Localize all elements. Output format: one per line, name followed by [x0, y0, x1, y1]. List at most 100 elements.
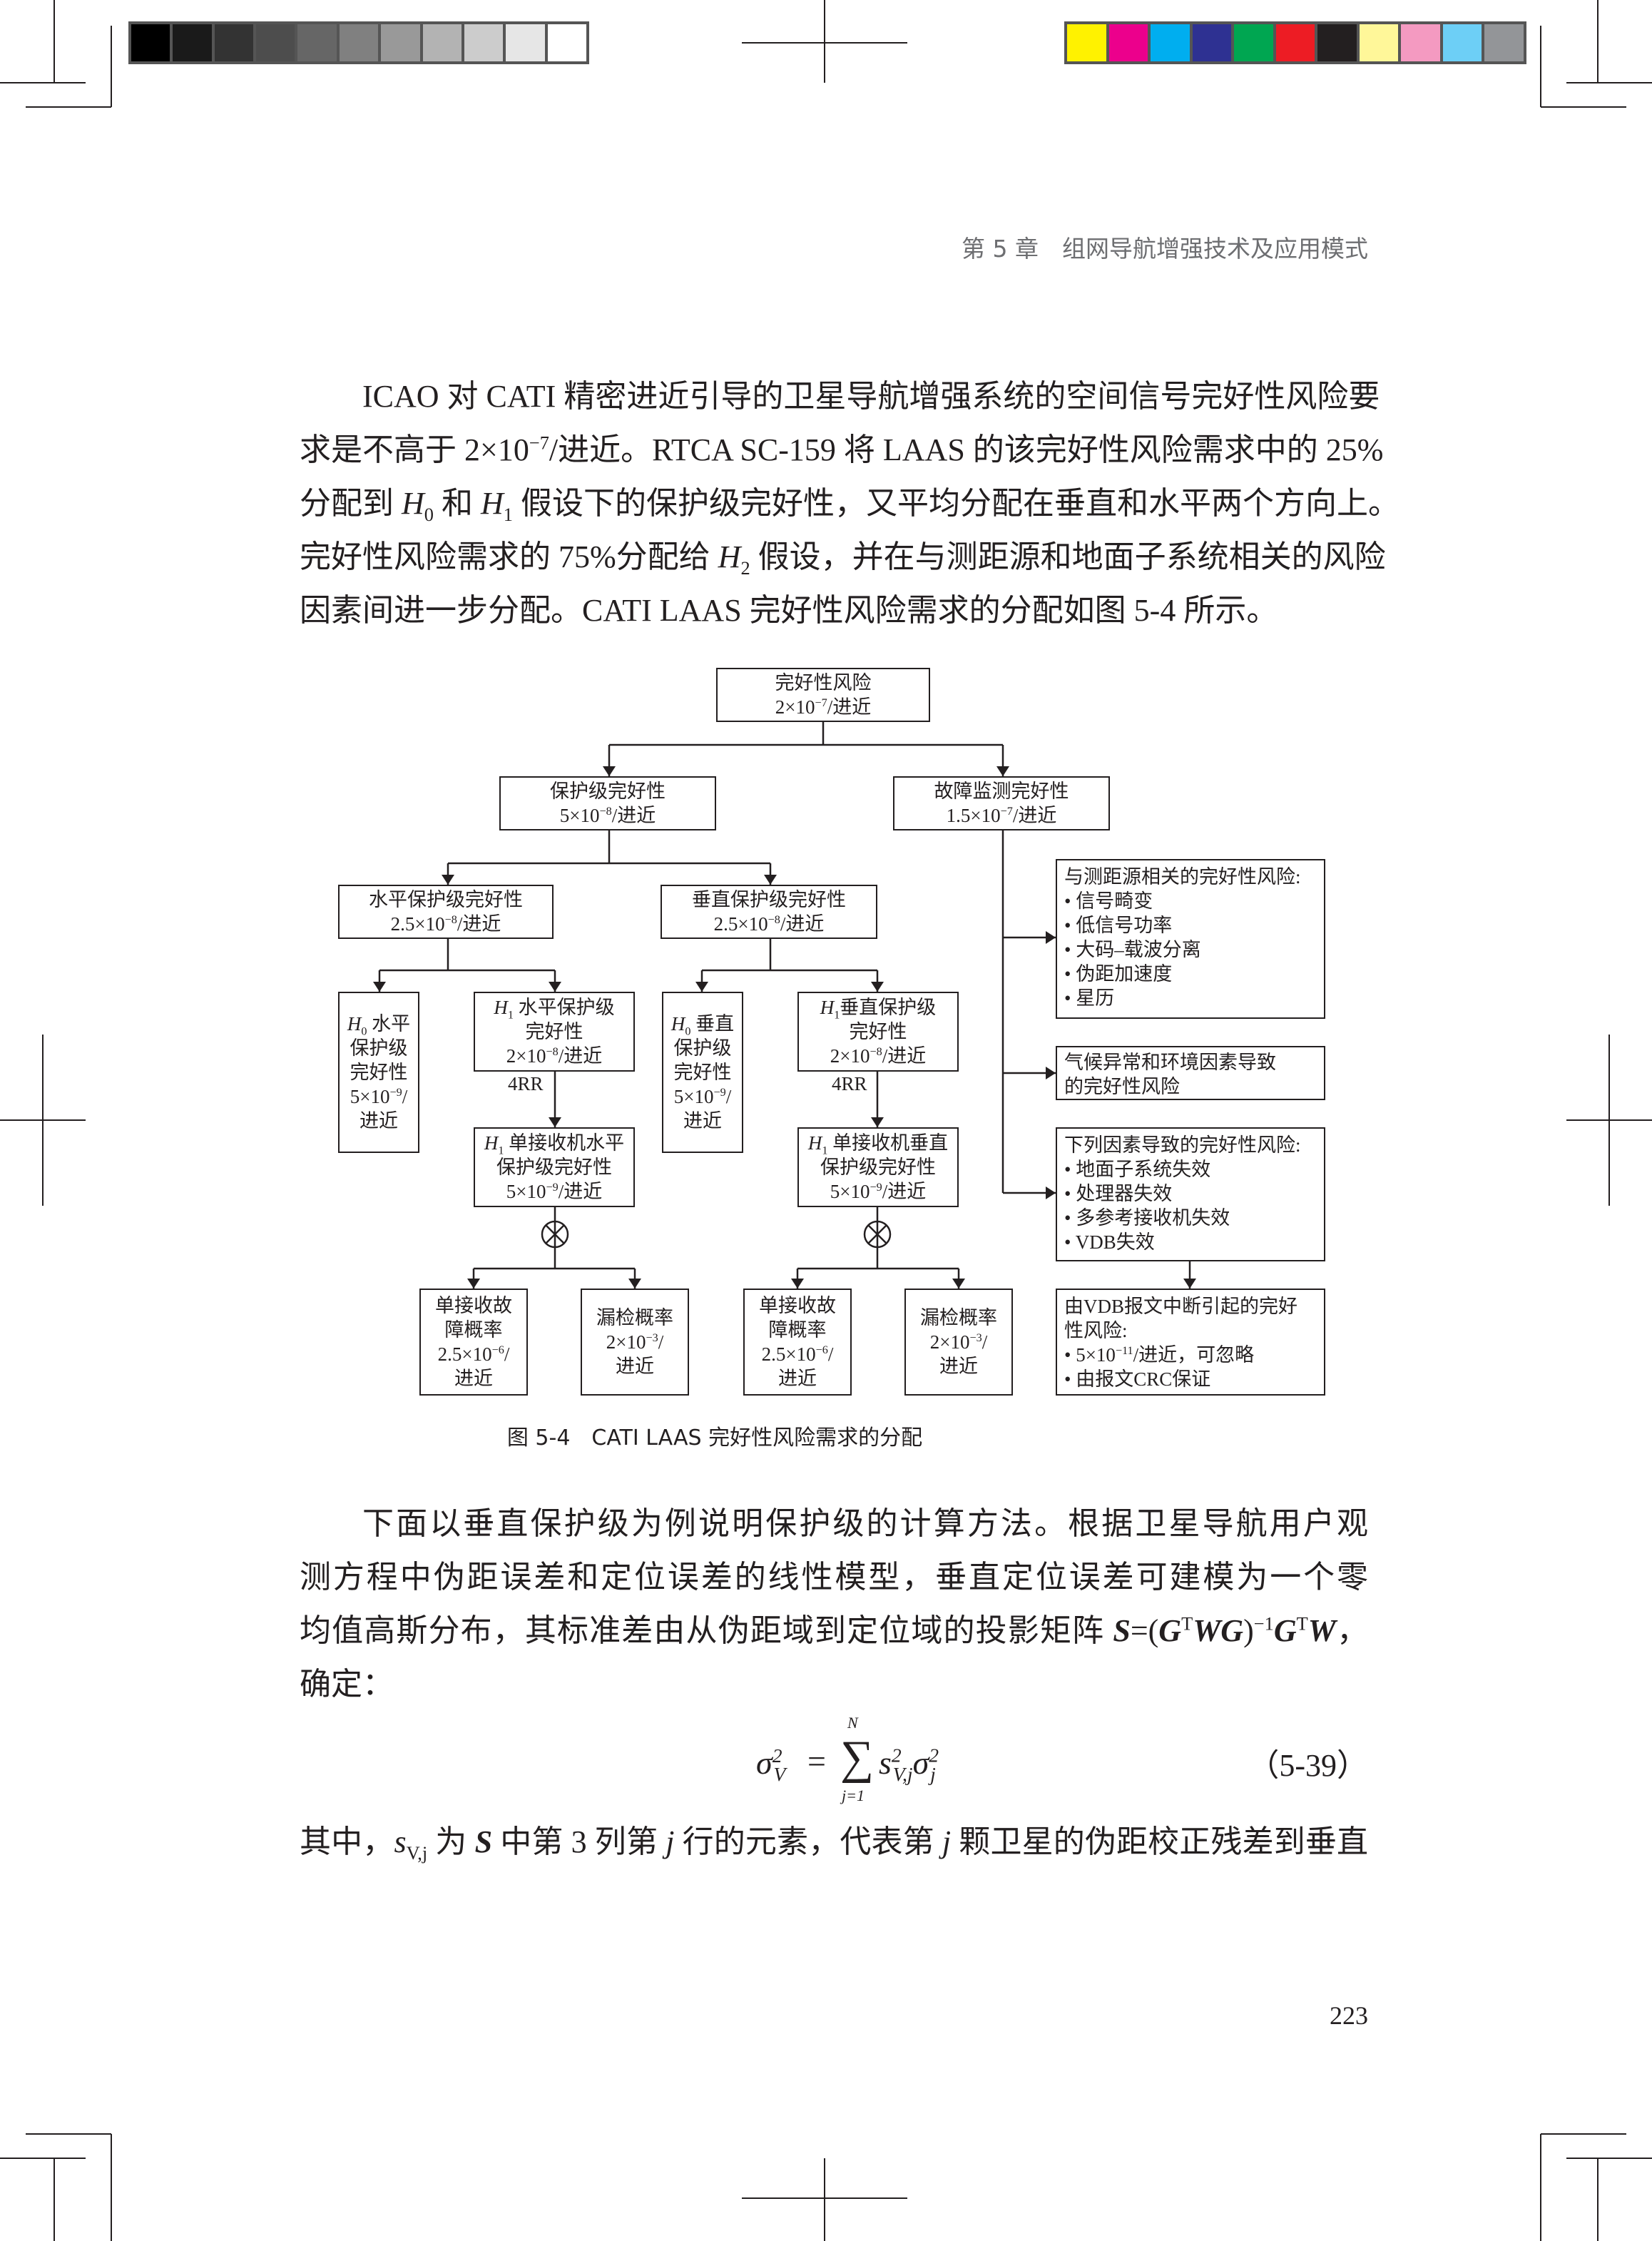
box-text-line: H1 单接收机水平: [475, 1131, 633, 1156]
text-run: 2: [740, 557, 750, 579]
text-run: 进近: [454, 1368, 493, 1389]
text-run: 单接收机垂直: [827, 1132, 949, 1154]
text-run: 障概率: [444, 1319, 503, 1341]
box-text-line: 完好性风险: [718, 671, 929, 695]
box-text-line: • 大码–载波分离: [1064, 937, 1324, 962]
box-text-line: 下列因素导致的完好性风险:: [1064, 1133, 1324, 1157]
text-run: ICAO 对 CATI 精密进近引导的卫星导航增强系统的空间信号完好性风险要: [362, 379, 1380, 414]
text-run: −3: [646, 1331, 658, 1344]
text-run: W: [1307, 1613, 1336, 1648]
paragraph-1: ICAO 对 CATI 精密进近引导的卫星导航增强系统的空间信号完好性风险要求是…: [300, 370, 1399, 637]
text-run: 5×10: [350, 1086, 390, 1107]
text-run: • 多参考接收机失效: [1064, 1207, 1230, 1229]
box-text-line: H1 单接收机垂直: [799, 1131, 957, 1156]
text-run: H: [671, 1013, 685, 1035]
figure-caption: 图 5-4 CATI LAAS 完好性风险需求的分配: [506, 1426, 923, 1450]
text-run: −6: [491, 1343, 504, 1356]
text-run: −7: [1000, 805, 1013, 818]
text-run: 的完好性风险: [1064, 1076, 1180, 1097]
box-text-line: 5×10−8/进近: [501, 803, 715, 828]
box-text-line: 单接收故: [421, 1294, 526, 1318]
text-run: 保护级完好性: [820, 1157, 936, 1178]
text-run: 垂直: [690, 1013, 735, 1035]
text-run: /进近: [882, 1045, 927, 1067]
text-run: /进近: [780, 913, 825, 935]
text-run: 垂直保护级: [840, 997, 937, 1018]
text-run: 5×10: [506, 1181, 546, 1202]
color-swatch: [339, 24, 379, 61]
text-run: −7: [815, 696, 827, 709]
running-header: 第 5 章 组网导航增强技术及应用模式: [962, 235, 1368, 263]
text-run: −3: [969, 1331, 982, 1344]
text-run: j: [942, 1824, 952, 1859]
text-run: 假设下的保护级完好性，又平均分配在垂直和水平两个方向上。: [512, 486, 1399, 521]
text-run: 单接收故: [759, 1295, 836, 1316]
text-run: ，: [1335, 1613, 1369, 1648]
text-run: 完好性风险: [775, 672, 872, 693]
text-run: −8: [546, 1045, 559, 1058]
box-text-line: 5×10−9/进近: [799, 1179, 957, 1204]
color-swatch: [464, 24, 504, 61]
text-run: 均值高斯分布，其标准差由从伪距域到定位域的投影矩阵: [300, 1613, 1113, 1648]
text-run: j: [666, 1824, 675, 1859]
color-swatch: [131, 24, 170, 61]
text-run: H: [807, 1132, 822, 1154]
text-run: 漏检概率: [920, 1307, 997, 1328]
box-text-line: 完好性: [799, 1020, 957, 1044]
text-run: 2×10: [606, 1331, 646, 1353]
text-run: 保护级完好性: [496, 1157, 612, 1178]
box-text-line: 由VDB报文中断引起的完好: [1064, 1294, 1324, 1318]
box-ranging-source-risks: 与测距源相关的完好性风险:• 信号畸变• 低信号功率• 大码–载波分离• 伪距加…: [1056, 859, 1325, 1019]
text-run: G: [1273, 1613, 1297, 1648]
text-line: 下面以垂直保护级为例说明保护级的计算方法。根据卫星导航用户观: [300, 1497, 1368, 1550]
box-text-line: 2.5×10−8/进近: [662, 912, 876, 936]
text-run: /进近: [882, 1181, 927, 1202]
text-run: 1: [503, 503, 513, 525]
text-run: 完好性: [350, 1062, 408, 1083]
box-text-line: • 5×10−11/进近，可忽略: [1064, 1343, 1324, 1367]
text-run: 气候异常和环境因素导致: [1064, 1052, 1276, 1073]
color-swatch: [1275, 24, 1315, 61]
text-run: 行的元素，代表第: [674, 1824, 942, 1859]
box-text-line: 与测距源相关的完好性风险:: [1064, 865, 1324, 889]
text-run: −9: [713, 1086, 726, 1099]
text-run: 进近: [778, 1368, 817, 1389]
text-run: −8: [768, 913, 780, 926]
color-swatch: [1401, 24, 1440, 61]
box-factor-risks: 下列因素导致的完好性风险:• 地面子系统失效• 处理器失效• 多参考接收机失效•…: [1056, 1127, 1325, 1261]
text-run: 求是不高于 2×10: [300, 432, 529, 467]
box-text-line: • VDB失效: [1064, 1230, 1324, 1254]
box-weather-risks: 气候异常和环境因素导致的完好性风险: [1056, 1046, 1325, 1100]
text-run: /进近: [558, 1045, 603, 1067]
text-run: −8: [870, 1045, 882, 1058]
box-text-line: 保护级完好性: [501, 779, 715, 803]
box-text-line: H0 水平: [340, 1012, 418, 1038]
eq-s-sup: 2: [891, 1744, 902, 1767]
text-run: /: [658, 1331, 664, 1353]
eq-sum-upper: N: [847, 1714, 858, 1732]
process-color-bar: [1064, 21, 1526, 64]
box-text-line: 保护级完好性: [799, 1155, 957, 1179]
text-run: 0: [361, 1025, 367, 1038]
color-swatch: [1442, 24, 1482, 61]
text-run: 2.5×10: [761, 1343, 816, 1365]
box-text-line: 2×10−3/: [906, 1330, 1011, 1354]
text-run: 0: [424, 503, 434, 525]
box-text-line: H1垂直保护级: [799, 995, 957, 1020]
eq-sigma-j: σ: [912, 1744, 929, 1781]
text-run: H: [484, 1132, 499, 1154]
grayscale-color-bar: [128, 21, 589, 64]
color-swatch: [173, 24, 212, 61]
eq-lhs-sup: 2: [772, 1744, 782, 1767]
text-run: 2.5×10: [390, 913, 445, 935]
text-run: 保护级完好性: [550, 781, 666, 802]
